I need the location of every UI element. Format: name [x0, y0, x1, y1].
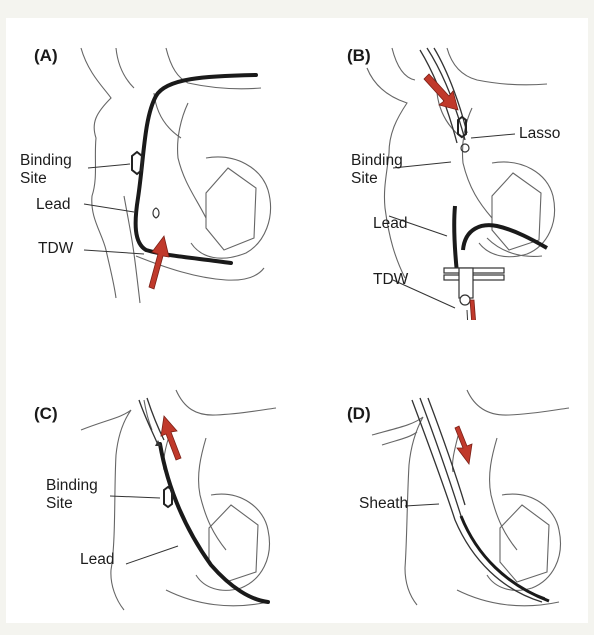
tdw-clamp	[444, 268, 504, 305]
panel-c-illustration	[6, 320, 297, 622]
vessel-outline	[81, 390, 276, 610]
panel-b-letter: (B)	[347, 46, 371, 66]
label-binding-site: Binding Site	[46, 477, 98, 513]
vessel-outline	[81, 48, 271, 303]
lead-wire	[136, 75, 256, 263]
extraction-figure: (A) Binding Site Lead TDW	[6, 18, 588, 623]
label-pointer	[405, 504, 439, 506]
panel-b-illustration	[297, 18, 588, 320]
tdw-tail	[467, 310, 468, 320]
label-sheath: Sheath	[359, 495, 408, 513]
panel-d: (D) Sheath	[297, 320, 588, 622]
panel-c-letter: (C)	[34, 404, 58, 424]
tdw-wire	[463, 225, 547, 250]
label-lead: Lead	[373, 215, 407, 233]
binding-site-marker	[164, 487, 172, 507]
tdw-loop	[153, 208, 159, 218]
panel-a: (A) Binding Site Lead TDW	[6, 18, 297, 320]
sheath-tube	[412, 398, 545, 602]
label-lead: Lead	[80, 551, 114, 569]
label-binding-site: Binding Site	[351, 152, 403, 188]
panel-a-letter: (A)	[34, 46, 58, 66]
panel-d-illustration	[297, 320, 588, 622]
label-lasso: Lasso	[519, 125, 560, 143]
lead-wire	[454, 206, 457, 273]
arrow-b-top	[424, 74, 458, 110]
label-lead: Lead	[36, 196, 70, 214]
arrow-c	[161, 416, 181, 460]
arrow-d	[455, 426, 472, 464]
panel-c: (C) Binding Site Lead	[6, 320, 297, 622]
label-tdw: TDW	[373, 271, 408, 289]
lead-sheath	[139, 398, 164, 445]
label-binding-site: Binding Site	[20, 152, 72, 188]
panel-b: (B) Lasso Binding Site Lead TDW	[297, 18, 588, 320]
panel-d-letter: (D)	[347, 404, 371, 424]
label-tdw: TDW	[38, 240, 73, 258]
